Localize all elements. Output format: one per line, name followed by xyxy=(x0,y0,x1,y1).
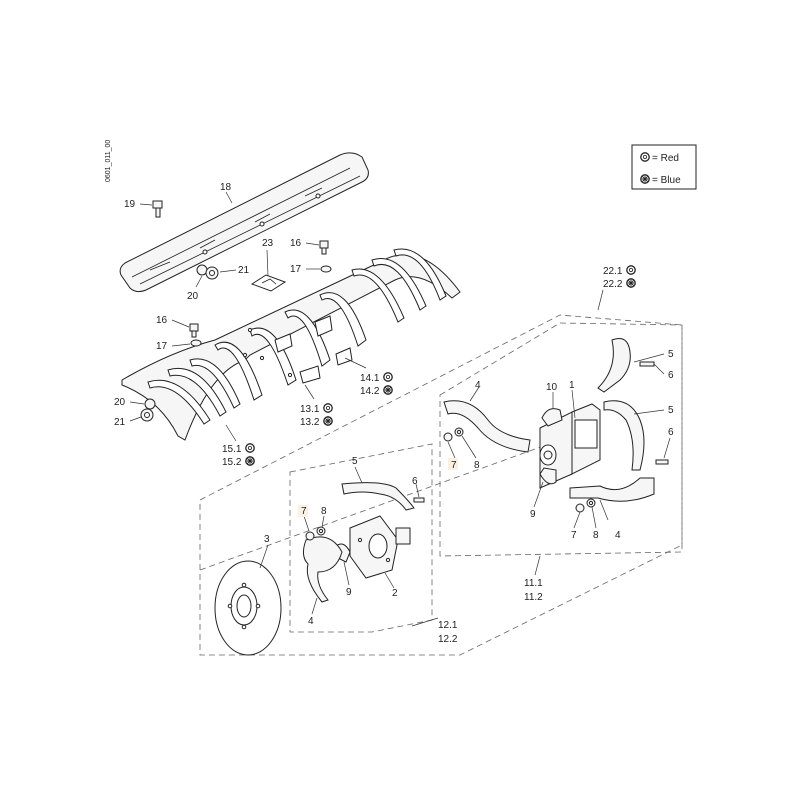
label-23: 23 xyxy=(262,238,274,249)
label-5-lower: 5 xyxy=(352,456,358,467)
label-6-upper: 6 xyxy=(668,370,674,381)
label-14-1: 14.1 xyxy=(360,373,380,384)
blue-symbol-icon xyxy=(323,416,333,426)
bolt-nut-7-8-upper xyxy=(443,427,464,442)
subassembly-11-outline xyxy=(439,322,683,557)
rotor-assembly-outline xyxy=(199,314,683,656)
nut-washer-upper xyxy=(196,264,219,280)
bolt-part-6-upper xyxy=(639,361,655,367)
tine-part-5-lower xyxy=(341,482,415,511)
bolt-nut-7-8-lower-right xyxy=(575,498,596,513)
label-4-lower-right: 4 xyxy=(615,530,621,541)
warning-plate-part-23 xyxy=(250,274,287,292)
label-15-1: 15.1 xyxy=(222,444,242,455)
bracket-part-10 xyxy=(541,408,563,427)
label-17-upper: 17 xyxy=(290,264,302,275)
legend-red-label: = Red xyxy=(652,153,679,164)
label-11-2: 11.2 xyxy=(524,592,543,603)
shaft-axis-line xyxy=(199,439,561,571)
tine-part-5-right xyxy=(603,400,645,471)
rotor-hub-part-2 xyxy=(349,515,411,579)
fastener-upper-16-17 xyxy=(319,240,332,273)
label-4-upper: 4 xyxy=(475,380,481,391)
label-20-lower: 20 xyxy=(114,397,126,408)
label-20-upper: 20 xyxy=(187,291,199,302)
label-8-lower-left: 8 xyxy=(321,506,327,517)
label-9-upper: 9 xyxy=(530,509,536,520)
label-17-lower: 17 xyxy=(156,341,168,352)
label-3: 3 xyxy=(264,534,270,545)
top-cover-part-18 xyxy=(119,152,369,293)
label-21-upper: 21 xyxy=(238,265,250,276)
label-5-right: 5 xyxy=(668,405,674,416)
label-16-upper: 16 xyxy=(290,238,302,249)
label-19: 19 xyxy=(124,199,136,210)
label-2: 2 xyxy=(392,588,398,599)
blue-symbol-icon xyxy=(640,174,650,184)
label-22-2: 22.2 xyxy=(603,279,623,290)
flange-disc-part-3 xyxy=(214,560,282,656)
label-7-upper: 7 xyxy=(451,460,457,471)
subassembly-12-outline xyxy=(289,443,433,633)
label-18: 18 xyxy=(220,182,232,193)
label-4-left: 4 xyxy=(308,616,314,627)
rotor-cover-assembly xyxy=(121,248,461,441)
legend-blue-label: = Blue xyxy=(652,175,681,186)
tine-part-5-upper xyxy=(597,338,631,393)
bolt-part-6-lower xyxy=(413,497,425,503)
tine-part-4-lower xyxy=(569,477,655,502)
blue-symbol-icon xyxy=(626,278,636,288)
bracket-part-9-upper xyxy=(539,467,557,485)
label-16-lower: 16 xyxy=(156,315,168,326)
label-8-lower-right: 8 xyxy=(593,530,599,541)
bolt-part-6-right xyxy=(655,459,669,465)
label-12-1: 12.1 xyxy=(438,620,458,631)
label-12-2: 12.2 xyxy=(438,634,458,645)
red-symbol-icon xyxy=(383,372,393,382)
tine-part-4-left xyxy=(302,536,343,603)
part-number-labels: 18 19 23 16 17 21 20 16 17 20 21 14.1 14… xyxy=(114,182,674,645)
label-7-lower-left: 7 xyxy=(301,506,307,517)
label-14-2: 14.2 xyxy=(360,386,380,397)
label-6-lower: 6 xyxy=(412,476,418,487)
fastener-lower-16-17 xyxy=(189,323,202,347)
label-13-2: 13.2 xyxy=(300,417,320,428)
label-1: 1 xyxy=(569,380,575,391)
red-symbol-icon xyxy=(626,265,636,275)
label-13-1: 13.1 xyxy=(300,404,320,415)
tine-part-4-upper xyxy=(443,400,531,453)
bolt-part-19 xyxy=(152,200,163,218)
label-8-upper: 8 xyxy=(474,460,480,471)
label-10: 10 xyxy=(546,382,558,393)
label-15-2: 15.2 xyxy=(222,457,242,468)
bolt-nut-7-8-lower-left xyxy=(305,526,326,541)
label-6-right: 6 xyxy=(668,427,674,438)
label-7-lower-right: 7 xyxy=(571,530,577,541)
label-22-1: 22.1 xyxy=(603,266,623,277)
blue-symbol-icon xyxy=(383,385,393,395)
red-symbol-icon xyxy=(245,443,255,453)
nut-washer-lower xyxy=(140,398,156,422)
label-9-lower: 9 xyxy=(346,587,352,598)
red-symbol-icon xyxy=(640,152,650,162)
label-11-1: 11.1 xyxy=(524,578,543,589)
label-21-lower: 21 xyxy=(114,417,126,428)
color-legend: = Red = Blue xyxy=(631,144,697,190)
red-symbol-icon xyxy=(323,403,333,413)
drawing-id-text: 0601_011_00 xyxy=(105,140,112,182)
blue-symbol-icon xyxy=(245,456,255,466)
label-5-upper: 5 xyxy=(668,349,674,360)
